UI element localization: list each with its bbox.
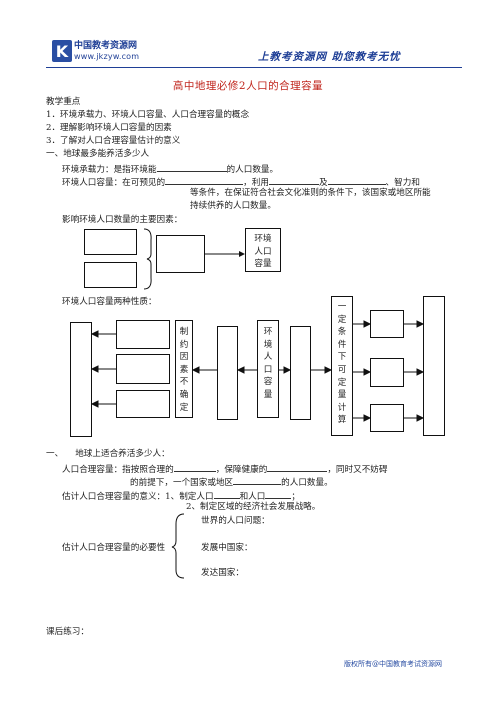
section2-heading-num: 一、 [46, 449, 64, 459]
site-name: 中国教考资源网 [74, 41, 138, 51]
focus-item-1: 1．环境承载力、环境人口容量、人口合理容量的概念 [46, 110, 250, 120]
prop-box-empty-1 [217, 326, 238, 420]
result-text-2: 人口 [254, 246, 272, 257]
necessity-item-developing: 发展中国家： [201, 543, 253, 553]
prop-box-quantifiable: 一定条件下可定量计算 [331, 296, 353, 436]
blank-line [173, 462, 216, 472]
site-logo-icon: K [52, 40, 72, 62]
carrying-capacity-suffix: 的人口数量。 [226, 165, 279, 175]
blank-line [213, 489, 240, 499]
blank-line [165, 175, 244, 185]
reasonable-line2-suffix: 的人口数量。 [281, 478, 333, 488]
reasonable-mid1: ，保障健康的 [215, 465, 268, 475]
blank-line [233, 475, 282, 485]
prop-box-left [70, 322, 92, 437]
section1-heading: 一、地球最多能养活多少人 [46, 149, 150, 159]
factors-label: 影响环境人口数量的主要因素： [62, 215, 183, 225]
prop-box-empty-2 [290, 326, 311, 420]
section2-heading-text: 地球上适合养活多少人： [75, 449, 170, 459]
env-capacity-mid3: 、智力和 [385, 178, 420, 188]
env-capacity-mid2: 及 [318, 178, 328, 188]
env-capacity-definition: 环境人口容量：在可预见的 ，利用 及 、智力和 [62, 175, 420, 188]
logo-letter: K [56, 42, 69, 61]
prop-box-left-2 [116, 354, 170, 384]
exercise-label: 课后练习： [46, 627, 89, 637]
reasonable-capacity-definition: 人口合理容量：指按照合理的 ，保障健康的 ，同时又不妨碍 [62, 462, 387, 475]
blank-line [267, 462, 328, 472]
factor-box-3 [156, 235, 205, 273]
factor-box-1 [84, 229, 137, 255]
reasonable-capacity-line2: 的前提下，一个国家或地区 的人口数量。 [130, 475, 333, 488]
necessity-item-world: 世界的人口问题： [201, 516, 270, 526]
significance-row-1: 估计人口合理容量的意义：1、制定人口 和人口 ； [62, 489, 300, 502]
header-divider [46, 67, 462, 68]
reasonable-prefix: 人口合理容量：指按照合理的 [62, 465, 174, 475]
blank-line [327, 175, 386, 185]
site-url[interactable]: www.jkzyw.com [74, 52, 140, 61]
prop-uncertain-text: 制约因素不确定 [179, 327, 189, 413]
prop-quantifiable-text: 一定条件下可定量计算 [337, 302, 347, 426]
necessity-item-developed: 发达国家： [201, 568, 244, 578]
prop-box-env-capacity: 环境人口容量 [257, 320, 279, 418]
section2-heading: 一、 地球上适合养活多少人： [46, 449, 170, 459]
prop-box-right-1 [370, 310, 404, 338]
prop-box-right-2 [370, 358, 404, 387]
header-slogan: 上教考资源网 助您教考无忧 [258, 51, 401, 63]
prop-box-right-3 [370, 404, 404, 432]
env-capacity-mid1: ，利用 [243, 178, 269, 188]
carrying-capacity-definition: 环境承载力：是指环境能 的人口数量。 [62, 162, 278, 175]
prop-box-left-1 [116, 320, 170, 349]
prop-box-right [423, 296, 445, 436]
env-capacity-line2: 等条件，在保证符合社会文化准则的条件下，该国家或地区所能 [190, 188, 431, 198]
prop-env-capacity-text: 环境人口容量 [263, 327, 273, 400]
properties-label: 环境人口容量两种性质： [62, 297, 157, 307]
env-capacity-line3: 持续供养的人口数量。 [190, 201, 276, 211]
focus-item-2: 2．理解影响环境人口容量的因素 [46, 123, 172, 133]
focus-item-3: 3．了解对人口合理容量估计的意义 [46, 136, 181, 146]
blank-line [268, 175, 319, 185]
factor-box-2 [84, 262, 137, 288]
prop-box-left-3 [116, 390, 170, 418]
significance-item2: 2、制定区域的经济社会发展战略。 [186, 502, 321, 512]
reasonable-line2-prefix: 的前提下，一个国家或地区 [130, 478, 234, 488]
focus-heading: 教学重点 [46, 97, 81, 107]
prop-box-uncertain: 制约因素不确定 [175, 320, 193, 418]
page-title: 高中地理必修2人口的合理容量 [172, 80, 324, 92]
result-text-1: 环境 [254, 234, 272, 244]
reasonable-mid2: ，同时又不妨碍 [327, 465, 388, 475]
env-capacity-result-box: 环境 人口 容量 [245, 228, 281, 272]
significance-label: 估计人口合理容量的意义： [62, 492, 166, 502]
env-capacity-prefix: 环境人口容量：在可预见的 [62, 178, 166, 188]
blank-line [156, 162, 227, 172]
result-text-3: 容量 [254, 259, 272, 269]
footer-copyright: 版权所有@中国教育考试资源网 [344, 660, 442, 668]
significance-item1-suffix: ； [291, 492, 300, 502]
blank-line [265, 489, 292, 499]
carrying-capacity-prefix: 环境承载力：是指环境能 [62, 165, 157, 175]
significance-item1-mid: 和人口 [239, 492, 266, 502]
significance-item1-prefix: 1、制定人口 [165, 492, 214, 502]
necessity-label: 估计人口合理容量的必要性 [62, 543, 166, 553]
